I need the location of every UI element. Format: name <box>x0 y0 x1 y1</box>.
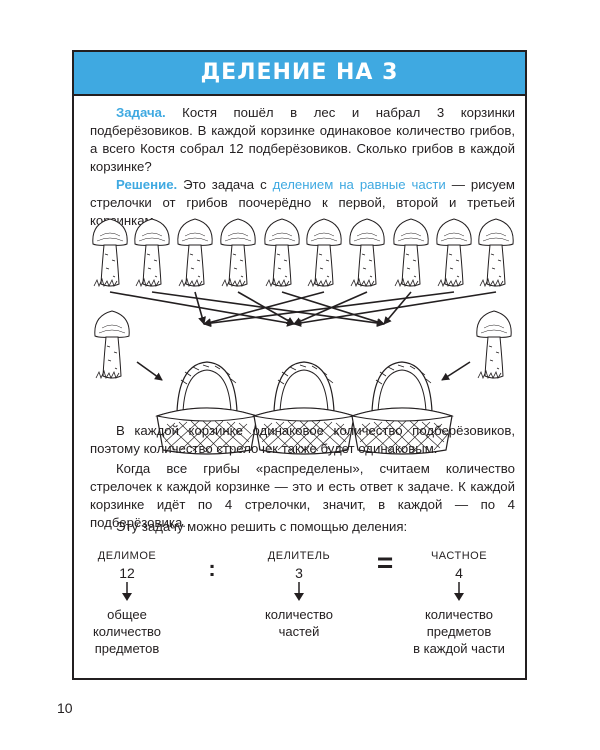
mushroom-right <box>476 310 512 379</box>
page-title: ДЕЛЕНИЕ НА 3 <box>200 60 399 85</box>
divisor-desc-1: количество <box>264 607 334 622</box>
dividend-column: ДЕЛИМОЕ 12 общее количество предметов <box>82 548 172 657</box>
dividend-desc-3: предметов <box>94 641 160 656</box>
divisor-column: ДЕЛИТЕЛЬ 3 количество частей <box>254 548 344 640</box>
lesson-frame: ДЕЛЕНИЕ НА 3 Задача. Костя пошёл в лес и… <box>72 50 527 680</box>
quotient-desc-2: предметов <box>426 624 492 639</box>
solution-label: Решение. <box>116 177 178 192</box>
dividend-header: ДЕЛИМОЕ <box>97 550 157 562</box>
task-paragraph: Задача. Костя пошёл в лес и набрал 3 кор… <box>90 104 515 176</box>
divisor-desc-2: частей <box>278 624 320 639</box>
distribution-arrows <box>109 291 497 381</box>
paragraph-2: Когда все грибы «распределены», считаем … <box>90 461 515 530</box>
dividend-desc-2: количество <box>92 624 162 639</box>
task-text: Костя пошёл в лес и набрал 3 корзинки по… <box>90 105 515 174</box>
quotient-value: 4 <box>455 565 463 581</box>
arrow-down-icon <box>122 582 132 601</box>
quotient-header: ЧАСТНОЕ <box>430 550 488 562</box>
quotient-desc-3: в каждой части <box>413 641 505 656</box>
title-bar: ДЕЛЕНИЕ НА 3 <box>74 52 525 96</box>
solution-paragraph: Решение. Это задача с делением на равные… <box>90 176 515 230</box>
arrow-down-icon <box>294 582 304 601</box>
divisor-header: ДЕЛИТЕЛЬ <box>267 550 331 562</box>
mushrooms-baskets-illustration <box>92 218 514 455</box>
divisor-value: 3 <box>295 565 303 581</box>
page-number: 10 <box>57 700 73 716</box>
division-sign: : <box>208 556 216 581</box>
paragraph-1: В каждой корзинке одинаковое количество … <box>90 423 515 456</box>
quotient-column: ЧАСТНОЕ 4 количество предметов в каждой … <box>404 548 514 657</box>
arrow-down-icon <box>454 582 464 601</box>
dividend-value: 12 <box>119 565 135 581</box>
solution-text-after: — рисуем стрелочки от грибов поочерёдно … <box>90 177 515 228</box>
equals-sign: = <box>376 547 394 578</box>
mushroom-left <box>94 310 130 379</box>
solution-highlight: делением на равные части <box>272 177 446 192</box>
task-label: Задача. <box>116 105 166 120</box>
dividend-desc-1: общее <box>107 607 147 622</box>
quotient-desc-1: количество <box>424 607 494 622</box>
mushroom-row-top <box>92 218 514 287</box>
paragraph-3: Эту задачу можно решить с помощью делени… <box>116 519 408 534</box>
solution-text-before: Это задача с <box>177 177 273 192</box>
